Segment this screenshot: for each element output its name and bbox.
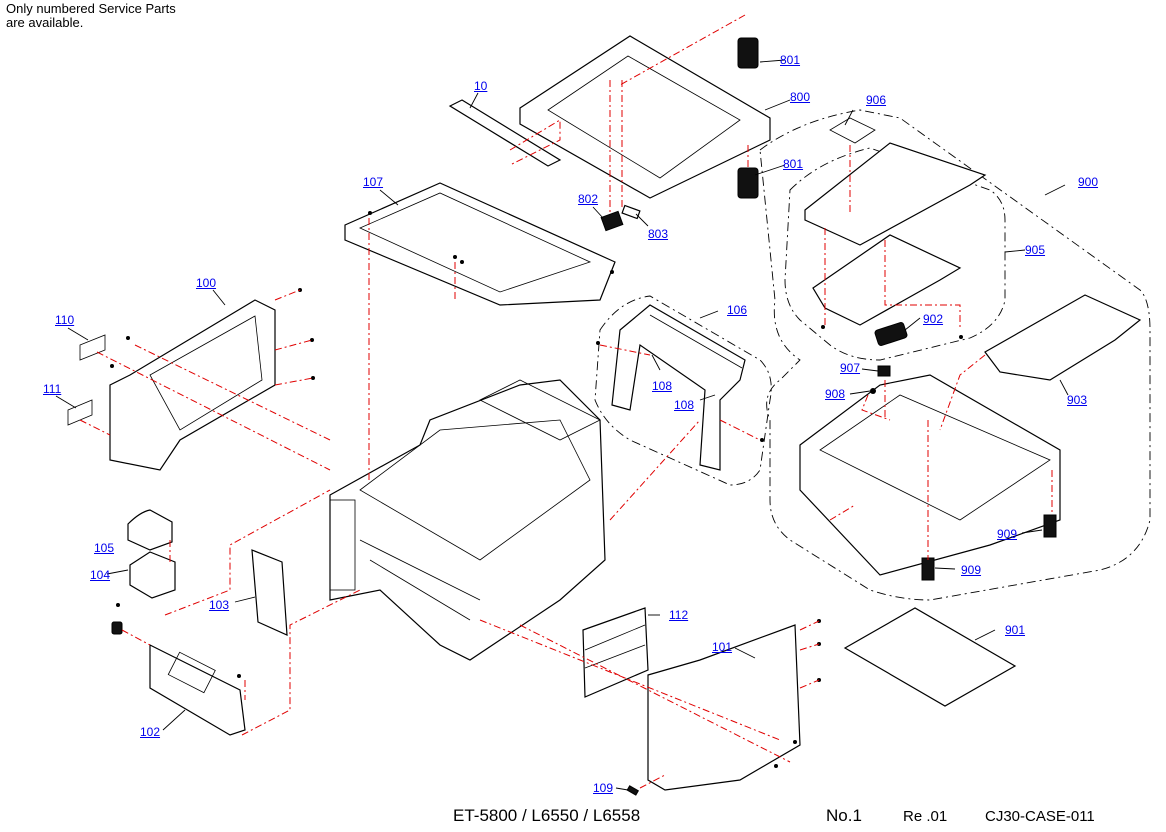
part-801-hinge-top — [737, 37, 759, 69]
part-901-sheet — [843, 607, 1017, 707]
part-110-label — [79, 334, 106, 361]
part-900-cassette — [799, 374, 1061, 576]
part-800-scanner-cover — [519, 35, 771, 199]
part-104-ink-holder — [129, 551, 176, 599]
screws — [110, 211, 963, 768]
part-link-909-right[interactable]: 909 — [997, 527, 1018, 541]
group-outline-905 — [784, 147, 1006, 361]
part-106-frame — [611, 304, 746, 471]
part-100-side-frame — [109, 299, 276, 471]
note-line-1: Only numbered Service Parts — [6, 1, 176, 16]
part-link-801-bottom[interactable]: 801 — [783, 157, 804, 171]
part-803 — [621, 204, 641, 220]
part-link-101[interactable]: 101 — [712, 640, 733, 654]
part-103-panel — [251, 549, 288, 636]
footer-model-names: ET-5800 / L6550 / L6558 — [453, 806, 641, 825]
part-link-109[interactable]: 109 — [593, 781, 614, 795]
leader-lines — [55, 59, 1069, 791]
part-main-printer-body — [329, 379, 606, 661]
part-link-900[interactable]: 900 — [1078, 175, 1099, 189]
footer-revision: Re .01 — [903, 808, 948, 825]
part-link-901[interactable]: 901 — [1005, 623, 1026, 637]
part-109-screw — [626, 785, 640, 796]
note-line-2: are available. — [6, 15, 84, 30]
footer-page-number: No.1 — [826, 806, 862, 825]
part-102-control-panel — [149, 644, 246, 736]
part-link-908[interactable]: 908 — [825, 387, 846, 401]
part-link-106[interactable]: 106 — [727, 303, 748, 317]
part-link-905[interactable]: 905 — [1025, 243, 1046, 257]
part-908-screw — [870, 388, 876, 394]
service-parts-note: Only numbered Service Parts are availabl… — [6, 2, 176, 30]
part-907 — [877, 365, 891, 377]
part-link-108-a[interactable]: 108 — [652, 379, 673, 393]
part-909-foot-right — [1043, 514, 1057, 538]
part-link-907[interactable]: 907 — [840, 361, 861, 375]
part-link-802[interactable]: 802 — [578, 192, 599, 206]
part-link-107[interactable]: 107 — [363, 175, 384, 189]
part-link-108-b[interactable]: 108 — [674, 398, 695, 412]
part-link-903[interactable]: 903 — [1067, 393, 1088, 407]
part-link-105[interactable]: 105 — [94, 541, 115, 555]
part-801-hinge-bottom — [737, 167, 759, 199]
part-105-cover — [127, 509, 173, 551]
footer-doc-code: CJ30-CASE-011 — [985, 808, 1095, 825]
part-link-800[interactable]: 800 — [790, 90, 811, 104]
part-link-906[interactable]: 906 — [866, 93, 887, 107]
group-outline-106 — [594, 295, 772, 486]
part-101-side-cover — [647, 624, 801, 791]
part-802 — [600, 210, 624, 232]
part-link-103[interactable]: 103 — [209, 598, 230, 612]
part-link-111[interactable]: 111 — [43, 382, 62, 396]
part-link-110[interactable]: 110 — [55, 313, 75, 327]
part-903-output-tray — [984, 294, 1142, 381]
part-link-104[interactable]: 104 — [90, 568, 111, 582]
part-link-112[interactable]: 112 — [669, 608, 689, 622]
part-small-button — [111, 621, 123, 635]
part-111-label — [67, 399, 93, 426]
part-link-803[interactable]: 803 — [648, 227, 669, 241]
part-107-scanner-housing — [344, 182, 616, 306]
part-905-tray-cover — [804, 142, 987, 246]
part-link-102[interactable]: 102 — [140, 725, 161, 739]
part-906-label — [829, 117, 876, 144]
assembly-lines — [79, 14, 1053, 789]
part-link-801-top[interactable]: 801 — [780, 53, 801, 67]
part-902 — [874, 322, 908, 346]
part-link-10[interactable]: 10 — [474, 79, 488, 93]
part-link-909-left[interactable]: 909 — [961, 563, 982, 577]
part-link-100[interactable]: 100 — [196, 276, 217, 290]
part-909-foot-left — [921, 557, 935, 581]
part-link-902[interactable]: 902 — [923, 312, 944, 326]
